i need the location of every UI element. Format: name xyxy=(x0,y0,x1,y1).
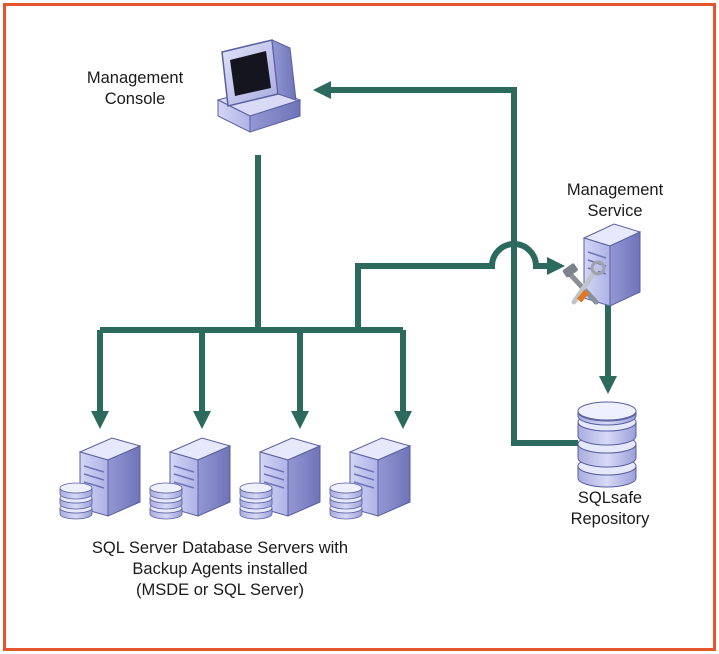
database-icon xyxy=(577,401,637,488)
edge-repository-to-console xyxy=(313,81,578,446)
management-service-label: Management Service xyxy=(566,181,664,220)
computer-icon xyxy=(216,39,302,133)
edge-servers-to-service xyxy=(355,241,565,330)
sqlsafe-repository-label: SQLsafe Repository xyxy=(570,489,650,528)
server-database-icon xyxy=(59,437,142,520)
server-database-icon xyxy=(149,437,231,520)
server-database-icon xyxy=(239,437,321,520)
management-console-label: Management Console xyxy=(86,69,184,108)
server-database-icon xyxy=(329,437,411,520)
db-servers-label: SQL Server Database Servers with Backup … xyxy=(91,539,349,599)
server-tools-icon xyxy=(562,223,642,307)
